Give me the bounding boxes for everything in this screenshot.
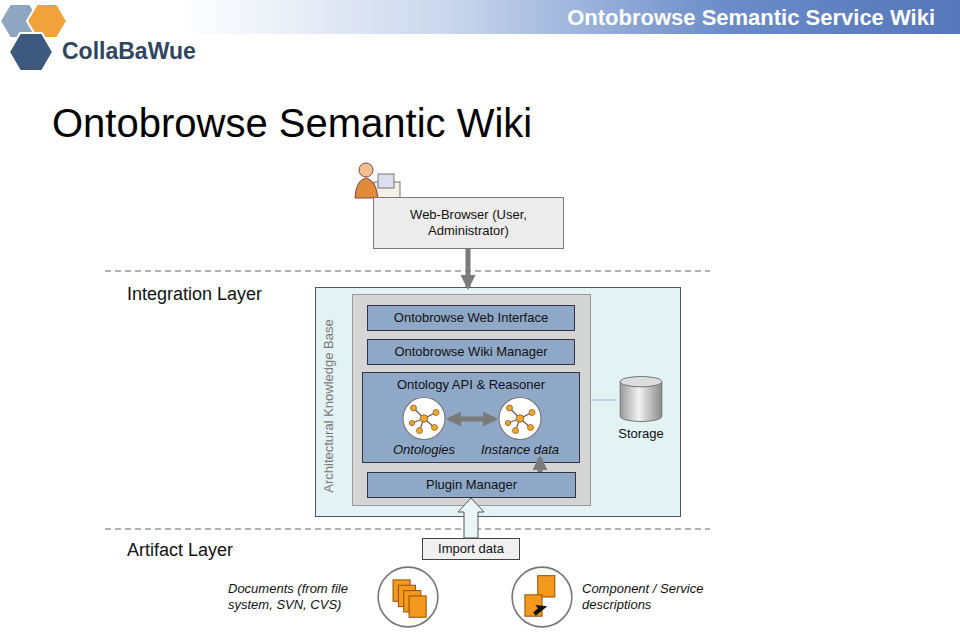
logo-text: CollaBaWue [62, 38, 196, 64]
layer-divider [105, 271, 710, 272]
node-text: Ontobrowse Web Interface [394, 310, 548, 326]
artifact-source: Component / Service descriptions [510, 563, 725, 631]
connector-arrow [538, 458, 543, 472]
storage-cylinder: Storage [604, 373, 678, 451]
logo-hexagons [0, 0, 70, 75]
connector-arrow [458, 498, 484, 538]
component-box: Ontobrowse Wiki Manager [367, 339, 575, 365]
component-box: Ontobrowse Web Interface [367, 305, 575, 331]
node-text: Architectural Knowledge Base [321, 319, 337, 492]
comp-icon [510, 565, 574, 629]
storage-link [591, 400, 617, 401]
instance-node: Instance data [473, 396, 567, 458]
cyl-icon [615, 373, 667, 425]
artifact-source: Documents (from file system, SVN, CVS) [222, 563, 440, 631]
layer-label: Integration Layer [127, 283, 262, 305]
ontology-node: Ontologies [387, 396, 462, 458]
import-box: Import data [422, 538, 520, 560]
node-text: Ontology API & Reasoner [363, 373, 579, 393]
docs-icon [376, 565, 440, 629]
browser-box: Web-Browser (User, Administrator) [373, 197, 564, 249]
node-text: Ontobrowse Wiki Manager [394, 344, 547, 360]
page-title: Ontobrowse Semantic Wiki [52, 100, 532, 146]
node-text: Component / Service descriptions [582, 581, 714, 613]
node-text: Web-Browser (User, Administrator) [389, 207, 549, 239]
component-box: Plugin Manager [367, 472, 576, 498]
knowledge-base-region: Architectural Knowledge Base Ontobrowse W… [315, 287, 681, 517]
graph-icon [497, 396, 543, 441]
connector-arrow [449, 417, 495, 422]
connector-arrow [466, 249, 471, 287]
graph-icon [401, 396, 447, 441]
layer-label: Artifact Layer [127, 539, 233, 561]
node-text: Plugin Manager [426, 477, 517, 493]
node-text: Import data [438, 541, 504, 557]
node-text: Instance data [481, 442, 559, 458]
header-title: Ontobrowse Semantic Service Wiki [567, 5, 935, 31]
node-text: Documents (from file system, SVN, CVS) [228, 581, 368, 613]
node-text: Storage [618, 426, 664, 442]
node-text: Ontologies [393, 442, 455, 458]
layer-divider [105, 529, 710, 530]
